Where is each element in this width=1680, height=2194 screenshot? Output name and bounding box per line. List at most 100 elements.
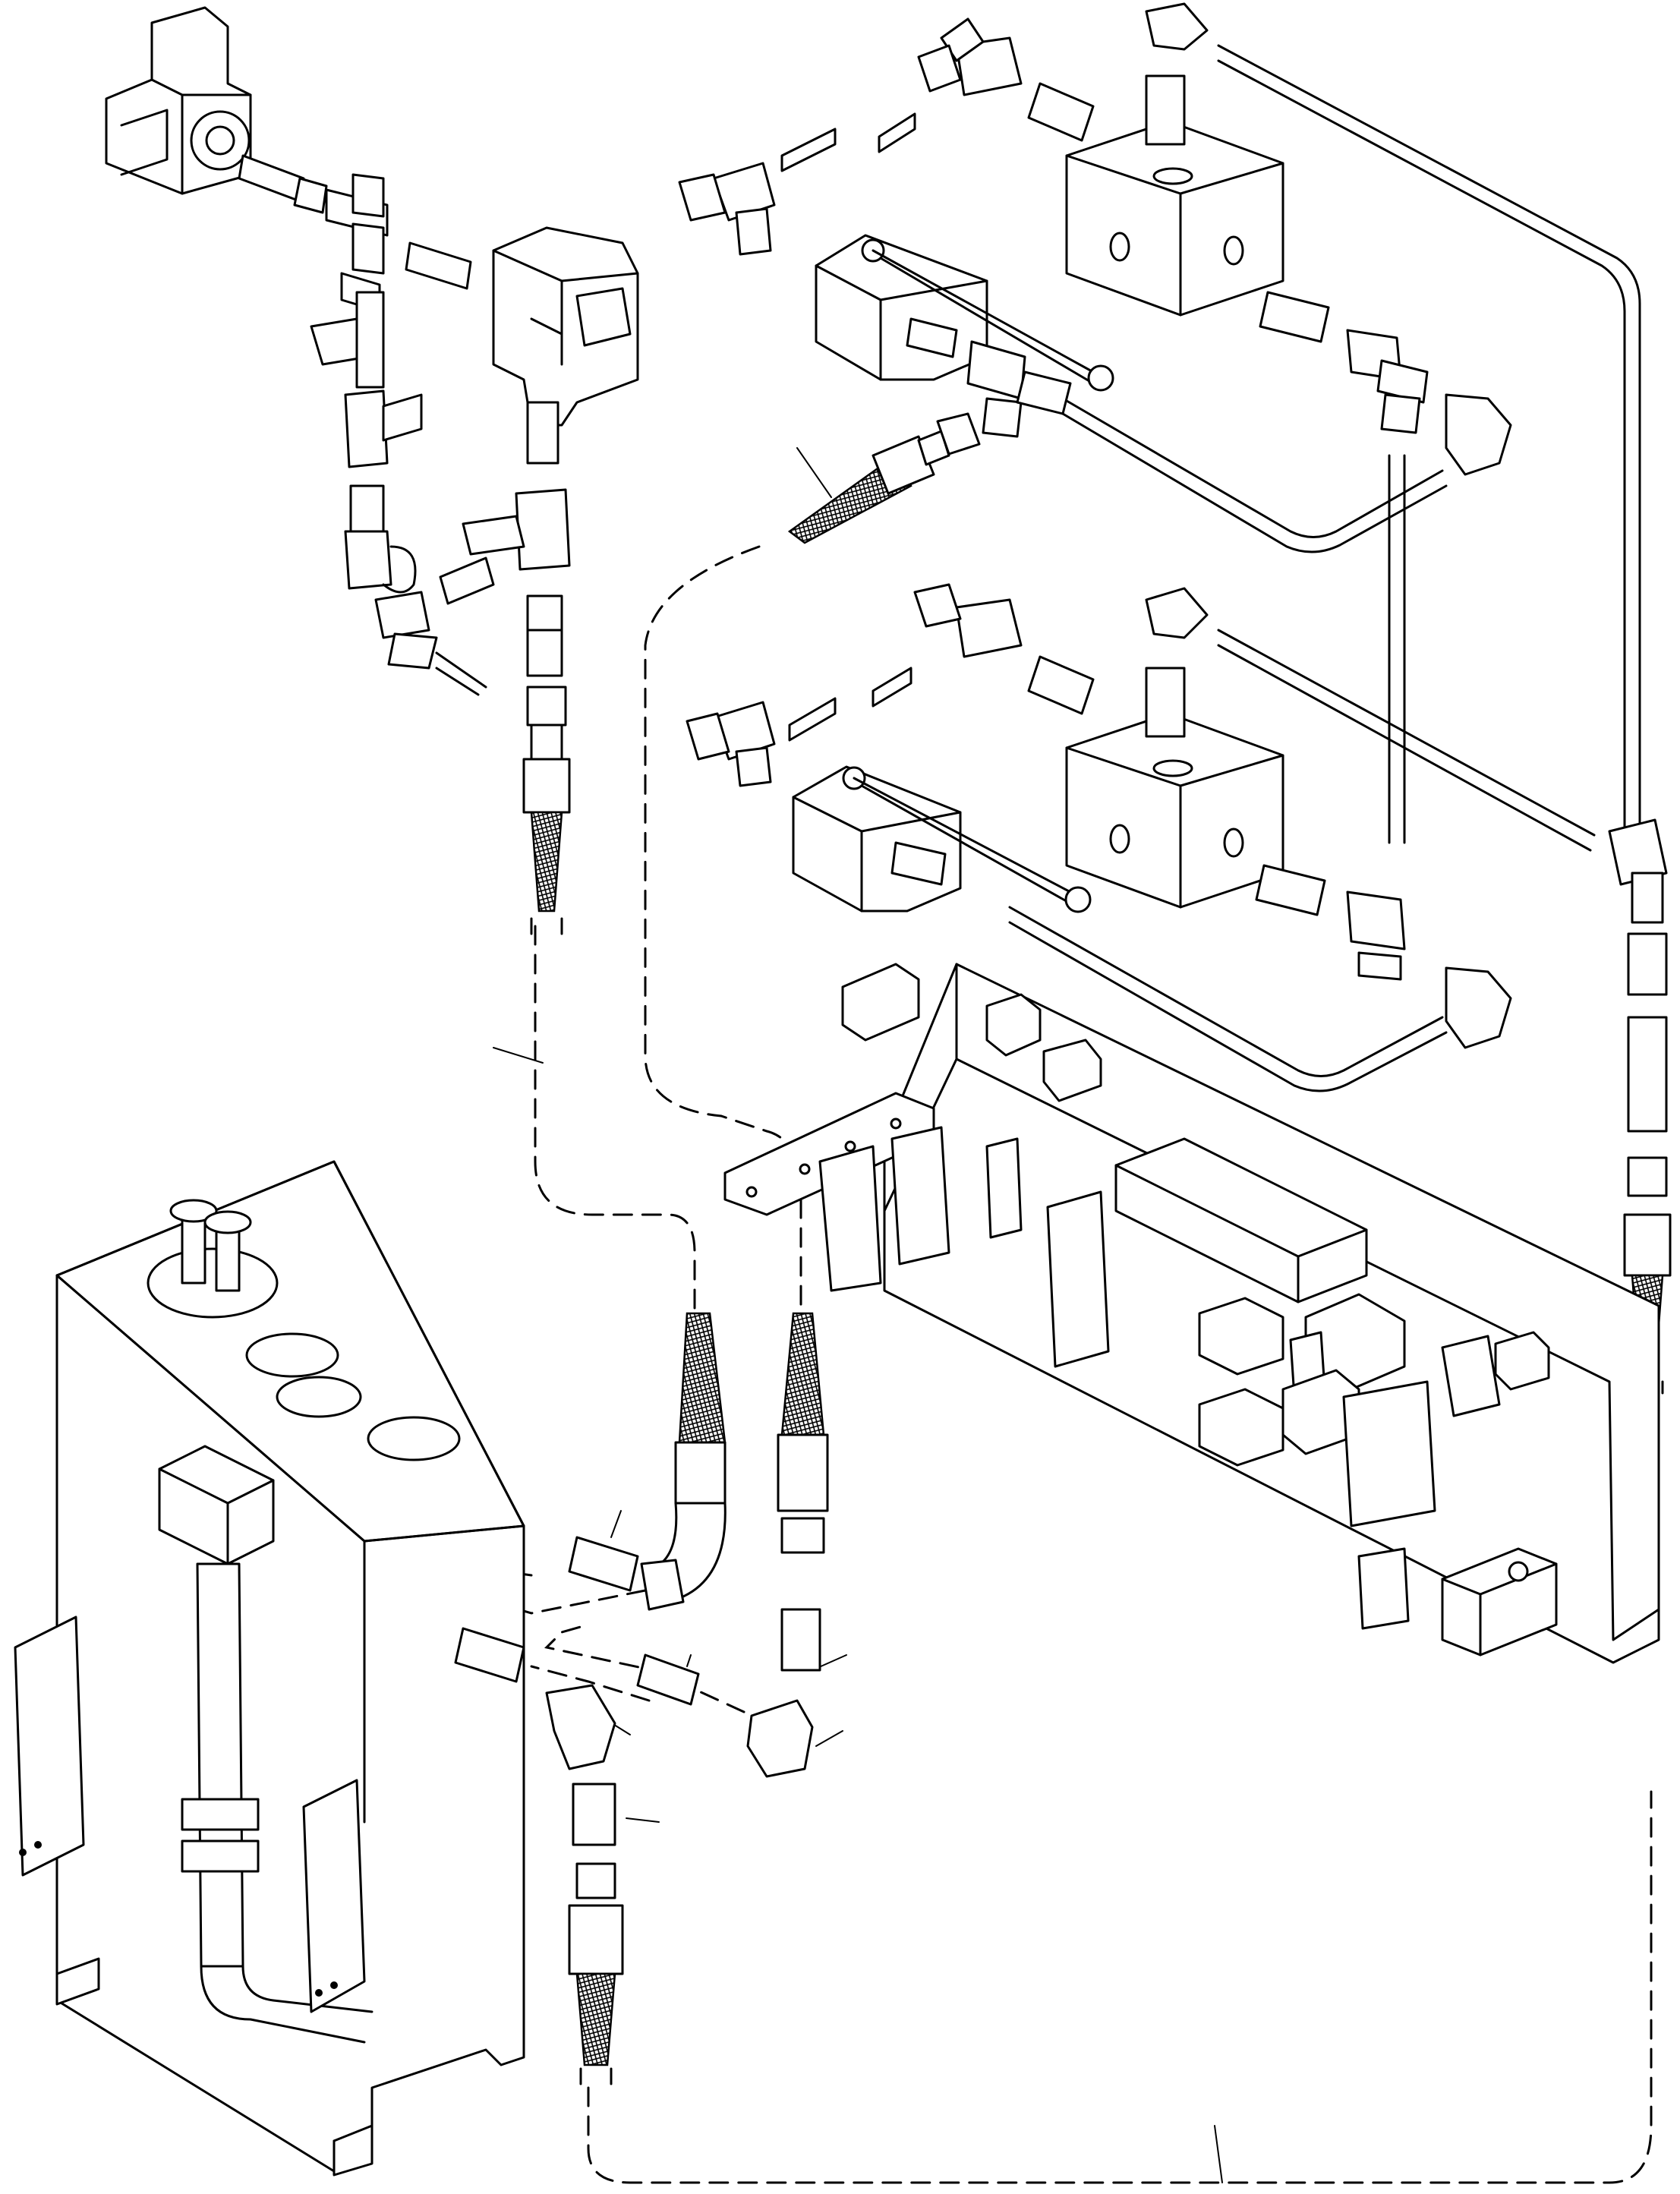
valve-handle-knob bbox=[1064, 886, 1092, 913]
fitting-union bbox=[405, 241, 472, 290]
solenoid-valve bbox=[841, 963, 920, 1042]
upper-left-valve-assembly bbox=[105, 6, 639, 696]
solenoid-valve-small bbox=[492, 226, 639, 427]
access-cover bbox=[245, 1332, 339, 1378]
tube-bend-lower-inner bbox=[1008, 921, 1448, 1092]
ball-valve-body bbox=[792, 765, 962, 913]
tee-fitting bbox=[515, 488, 571, 571]
fitting-union bbox=[1627, 932, 1668, 996]
valve-handle bbox=[872, 249, 1095, 385]
hose-nut bbox=[526, 686, 567, 727]
tee-fitting bbox=[955, 598, 1023, 658]
hose-ferrule bbox=[917, 430, 950, 466]
valve-handle bbox=[853, 777, 1072, 905]
leader-line bbox=[626, 1817, 660, 1823]
manifold-block bbox=[1065, 712, 1284, 909]
adapter-fitting bbox=[780, 1608, 821, 1672]
adapter-fitting bbox=[636, 1653, 700, 1706]
hose-sleeve bbox=[568, 1904, 624, 1975]
access-cover bbox=[367, 1416, 461, 1461]
hose-braid bbox=[678, 1312, 727, 1444]
tube-bend-upper bbox=[1061, 397, 1444, 538]
filter-canister bbox=[1357, 1547, 1410, 1630]
hose-route-left bbox=[534, 925, 696, 1315]
hose-braid bbox=[780, 1312, 825, 1436]
hose-nut bbox=[575, 1862, 616, 1899]
lower-hose-group bbox=[454, 1312, 829, 2085]
tee-fitting bbox=[1608, 818, 1668, 886]
tank-body bbox=[55, 1160, 525, 2173]
elbow-fitting bbox=[1145, 2, 1209, 51]
panel-tray bbox=[883, 963, 1660, 1641]
adapter-fitting bbox=[568, 1536, 639, 1592]
leader-line bbox=[815, 1730, 843, 1747]
elbow-fitting bbox=[545, 1684, 616, 1770]
pipe-flange bbox=[181, 1798, 260, 1831]
rigid-tubing bbox=[780, 44, 1641, 1092]
suction-pipe bbox=[196, 1562, 244, 1968]
fitting-adapter bbox=[526, 401, 559, 465]
elbow-fitting bbox=[1445, 966, 1512, 1049]
leader-line bbox=[796, 447, 832, 498]
upper-valve-group bbox=[678, 2, 1512, 476]
hose-route-bottom bbox=[587, 1790, 1653, 2184]
access-cover bbox=[276, 1376, 362, 1418]
hydraulic-reservoir-tank bbox=[14, 1160, 525, 2177]
tube-bend-lower bbox=[1008, 906, 1444, 1077]
fitting-union bbox=[1027, 655, 1095, 715]
pipe-flange bbox=[181, 1839, 260, 1873]
tank-side-guard bbox=[14, 1616, 85, 1877]
check-valve bbox=[344, 530, 392, 590]
elbow-fitting bbox=[746, 1699, 814, 1778]
valve-stack bbox=[1441, 1335, 1501, 1417]
tank-port-line-6 bbox=[530, 1665, 651, 1702]
valve-stack bbox=[985, 1137, 1023, 1239]
hose-ferrule bbox=[530, 723, 563, 761]
tube-short-2 bbox=[788, 697, 837, 742]
filter-canister bbox=[818, 1145, 882, 1292]
hose-nut bbox=[936, 412, 981, 456]
hose-nut bbox=[780, 1517, 825, 1554]
tank-top-edge bbox=[55, 1160, 525, 1543]
ball-valve-body bbox=[815, 234, 988, 381]
valve-manifold-bank bbox=[1114, 1137, 1368, 1303]
level-gauge-head bbox=[158, 1445, 275, 1565]
hose-braid bbox=[530, 811, 563, 913]
valve-block-cube bbox=[1198, 1388, 1284, 1467]
hose-sleeve bbox=[872, 435, 935, 495]
hose-nut bbox=[640, 1559, 685, 1611]
tank-foot bbox=[333, 2124, 374, 2177]
fitting-union bbox=[238, 154, 305, 203]
manifold-block bbox=[1065, 120, 1284, 317]
elbow-fitting bbox=[1445, 393, 1512, 476]
tube-lower-diagonal bbox=[1217, 629, 1596, 837]
hose-upper-left bbox=[522, 686, 571, 935]
fitting-stack bbox=[1145, 667, 1186, 738]
fitting-union bbox=[1259, 291, 1330, 343]
leader-line bbox=[1214, 2125, 1223, 2183]
filler-cap bbox=[203, 1210, 252, 1234]
return-pipe-bend bbox=[200, 1965, 374, 2044]
filter-canister bbox=[890, 1126, 950, 1266]
filler-cap bbox=[169, 1199, 218, 1223]
solenoid-valve bbox=[1042, 1039, 1102, 1102]
solenoid-valve bbox=[985, 993, 1042, 1057]
tube-bend-upper-inner bbox=[1061, 412, 1448, 553]
leader-line bbox=[686, 1654, 692, 1667]
tee-fitting bbox=[344, 389, 389, 468]
tube-short-4 bbox=[878, 112, 916, 153]
adapter-fitting bbox=[572, 1783, 616, 1846]
lower-valve-group bbox=[686, 583, 1512, 1049]
valve-handle-knob bbox=[1087, 364, 1114, 392]
fitting-adapter bbox=[1627, 1016, 1668, 1133]
leader-line bbox=[610, 1510, 622, 1538]
elbow-fitting bbox=[1145, 587, 1209, 639]
fitting-stack bbox=[1145, 74, 1186, 146]
tube-stub bbox=[435, 651, 487, 696]
tank-breather-cap bbox=[147, 1247, 279, 1319]
hose-sleeve bbox=[522, 758, 571, 814]
tank-side-guard bbox=[302, 1779, 366, 2013]
tank-foot bbox=[55, 1957, 100, 2006]
tee-fitting bbox=[1346, 891, 1406, 950]
